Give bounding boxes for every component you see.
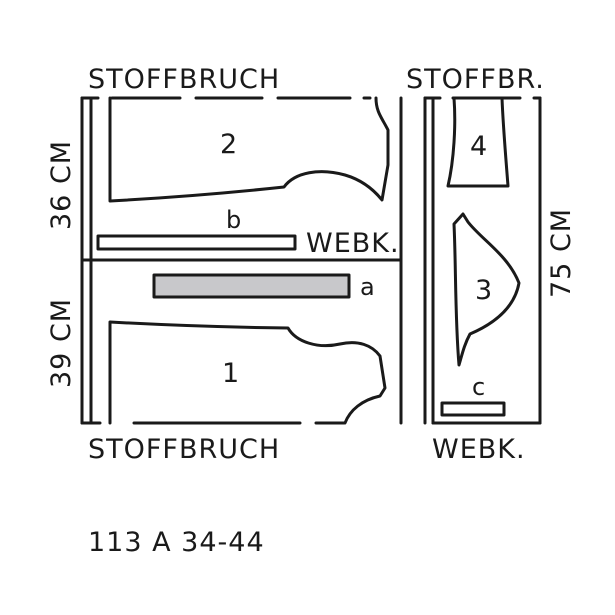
piece-number-2: 2	[220, 129, 237, 160]
pattern-piece-c	[440, 401, 506, 417]
pattern-piece-3	[452, 212, 521, 367]
piece-number-3: 3	[475, 275, 492, 306]
label-webk-bottom-right: WEBK.	[432, 434, 526, 465]
pattern-piece-a	[152, 273, 351, 299]
label-webk-middle: WEBK.	[306, 228, 400, 259]
label-stoffbruch-bottom: STOFFBRUCH	[88, 434, 280, 465]
piece-number-4: 4	[470, 131, 487, 162]
pattern-piece-b	[96, 234, 297, 251]
pattern-piece-2	[108, 96, 390, 203]
pattern-piece-4	[446, 96, 510, 188]
pattern-piece-1	[108, 320, 387, 425]
piece-letter-b: b	[226, 206, 241, 234]
right-fabric-panel	[423, 96, 542, 425]
dimension-75cm: 75 CM	[546, 208, 577, 298]
piece-letter-c: c	[472, 373, 485, 401]
pattern-code-caption: 113 A 34-44	[88, 527, 265, 558]
left-fabric-panel	[80, 96, 403, 425]
label-stoffbruch-top: STOFFBRUCH	[88, 64, 280, 95]
label-stoffbr-top-right: STOFFBR.	[406, 64, 545, 95]
piece-number-1: 1	[222, 358, 239, 389]
dimension-36cm: 36 CM	[46, 140, 77, 230]
dimension-39cm: 39 CM	[46, 298, 77, 388]
piece-letter-a: a	[360, 273, 375, 301]
